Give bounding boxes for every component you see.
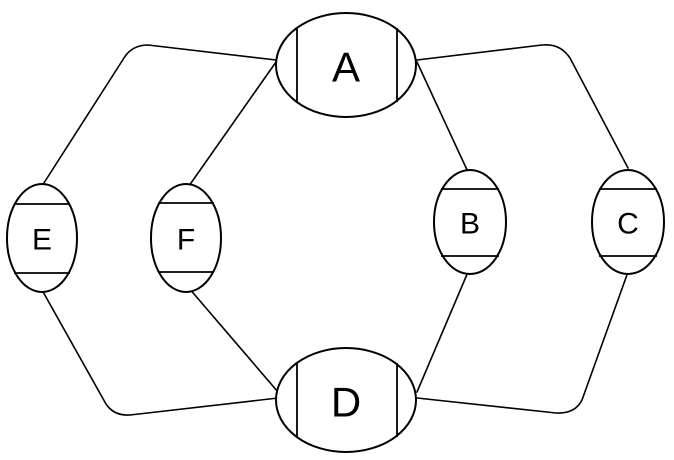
node-c-label: C [617, 208, 639, 241]
node-b-label: B [460, 208, 480, 241]
node-a[interactable]: A [275, 12, 417, 118]
node-b-shape [433, 169, 507, 275]
node-e[interactable]: E [6, 183, 78, 293]
edge-a-b [416, 61, 469, 173]
node-f-shape [150, 183, 222, 293]
node-f-label: F [177, 224, 195, 257]
node-d-shape [275, 347, 417, 453]
edge-c-d [416, 271, 629, 414]
node-d-label: D [331, 379, 361, 426]
edge-a-f [183, 61, 277, 194]
edge-a-e [41, 44, 277, 187]
node-c[interactable]: C [591, 169, 665, 275]
edge-f-d [187, 286, 279, 393]
edges [41, 43, 629, 416]
node-a-shape [275, 12, 417, 118]
edge-b-d [416, 271, 469, 393]
edge-e-d [41, 289, 279, 416]
edge-a-c [416, 43, 629, 169]
node-d[interactable]: D [275, 347, 417, 453]
node-a-label: A [332, 44, 360, 91]
node-e-label: E [32, 224, 52, 257]
node-c-shape [591, 169, 665, 275]
node-e-shape [6, 183, 78, 293]
node-f[interactable]: F [150, 183, 222, 293]
node-b[interactable]: B [433, 169, 507, 275]
